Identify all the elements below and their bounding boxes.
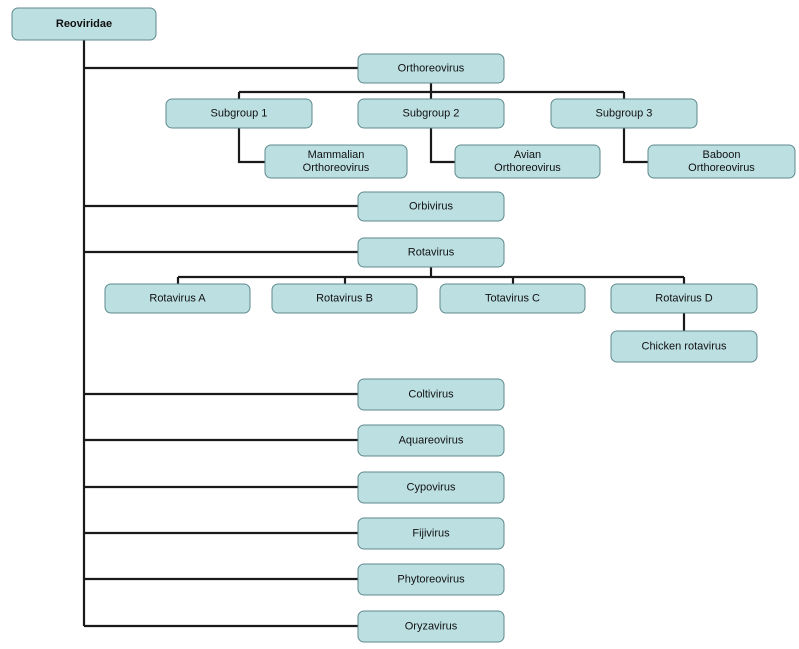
node-label: Phytoreovirus — [397, 573, 465, 585]
node-label: Rotavirus — [408, 246, 455, 258]
node-box — [271, 283, 418, 314]
node-phytoreovirus[interactable]: Phytoreovirus — [357, 563, 505, 596]
connector-subgroup3-to-baboon — [622, 128, 648, 164]
node-label: Orthoreovirus — [398, 62, 465, 74]
connector-layer — [82, 40, 686, 628]
node-chicken-rotavirus[interactable]: Chicken rotavirus — [610, 330, 758, 363]
node-box — [610, 330, 758, 363]
node-label: Aquareovirus — [399, 434, 464, 446]
node-rotavirus-b[interactable]: Rotavirus B — [271, 283, 418, 314]
node-box — [357, 98, 505, 129]
node-box — [454, 144, 601, 179]
node-coltivirus[interactable]: Coltivirus — [357, 378, 505, 411]
node-box — [165, 98, 313, 129]
node-label: Reoviridae — [56, 18, 112, 30]
connector-subgroup2-to-avian — [429, 128, 455, 164]
node-box — [104, 283, 251, 314]
node-label: Orbivirus — [409, 200, 454, 212]
node-aquareovirus[interactable]: Aquareovirus — [357, 424, 505, 457]
node-rotavirus-d[interactable]: Rotavirus D — [610, 283, 758, 314]
node-fijivirus[interactable]: Fijivirus — [357, 517, 505, 550]
node-box — [11, 7, 157, 41]
node-label: Chicken rotavirus — [642, 340, 727, 352]
node-box — [647, 144, 796, 179]
node-cypovirus[interactable]: Cypovirus — [357, 471, 505, 504]
node-subgroup3[interactable]: Subgroup 3 — [550, 98, 698, 129]
node-root[interactable]: Reoviridae — [11, 7, 157, 41]
node-label: Subgroup 1 — [211, 107, 268, 119]
node-box — [357, 563, 505, 596]
node-subgroup1[interactable]: Subgroup 1 — [165, 98, 313, 129]
node-label: Subgroup 2 — [403, 107, 460, 119]
node-label: Coltivirus — [408, 388, 454, 400]
node-box — [357, 424, 505, 457]
node-rotavirus-a[interactable]: Rotavirus A — [104, 283, 251, 314]
node-box — [357, 610, 505, 643]
node-label: Totavirus C — [485, 292, 540, 304]
connector-subgroup1-to-mammalian — [237, 128, 265, 164]
node-box — [439, 283, 586, 314]
node-label: Subgroup 3 — [596, 107, 653, 119]
node-box — [357, 378, 505, 411]
node-subgroup2[interactable]: Subgroup 2 — [357, 98, 505, 129]
node-box — [264, 144, 408, 179]
node-label: Rotavirus A — [149, 292, 206, 304]
node-totavirus-c[interactable]: Totavirus C — [439, 283, 586, 314]
node-oryzavirus[interactable]: Oryzavirus — [357, 610, 505, 643]
node-box — [610, 283, 758, 314]
node-orbivirus[interactable]: Orbivirus — [357, 191, 505, 222]
node-label: Cypovirus — [407, 481, 456, 493]
node-box — [550, 98, 698, 129]
node-box — [357, 471, 505, 504]
node-box — [357, 517, 505, 550]
node-box — [357, 191, 505, 222]
node-label: Oryzavirus — [405, 620, 458, 632]
node-rotavirus[interactable]: Rotavirus — [357, 237, 505, 268]
node-label: Rotavirus D — [655, 292, 713, 304]
node-label: Fijivirus — [412, 527, 450, 539]
node-box — [357, 53, 505, 84]
node-label: Rotavirus B — [316, 292, 373, 304]
node-orthoreovirus[interactable]: Orthoreovirus — [357, 53, 505, 84]
node-box — [357, 237, 505, 268]
